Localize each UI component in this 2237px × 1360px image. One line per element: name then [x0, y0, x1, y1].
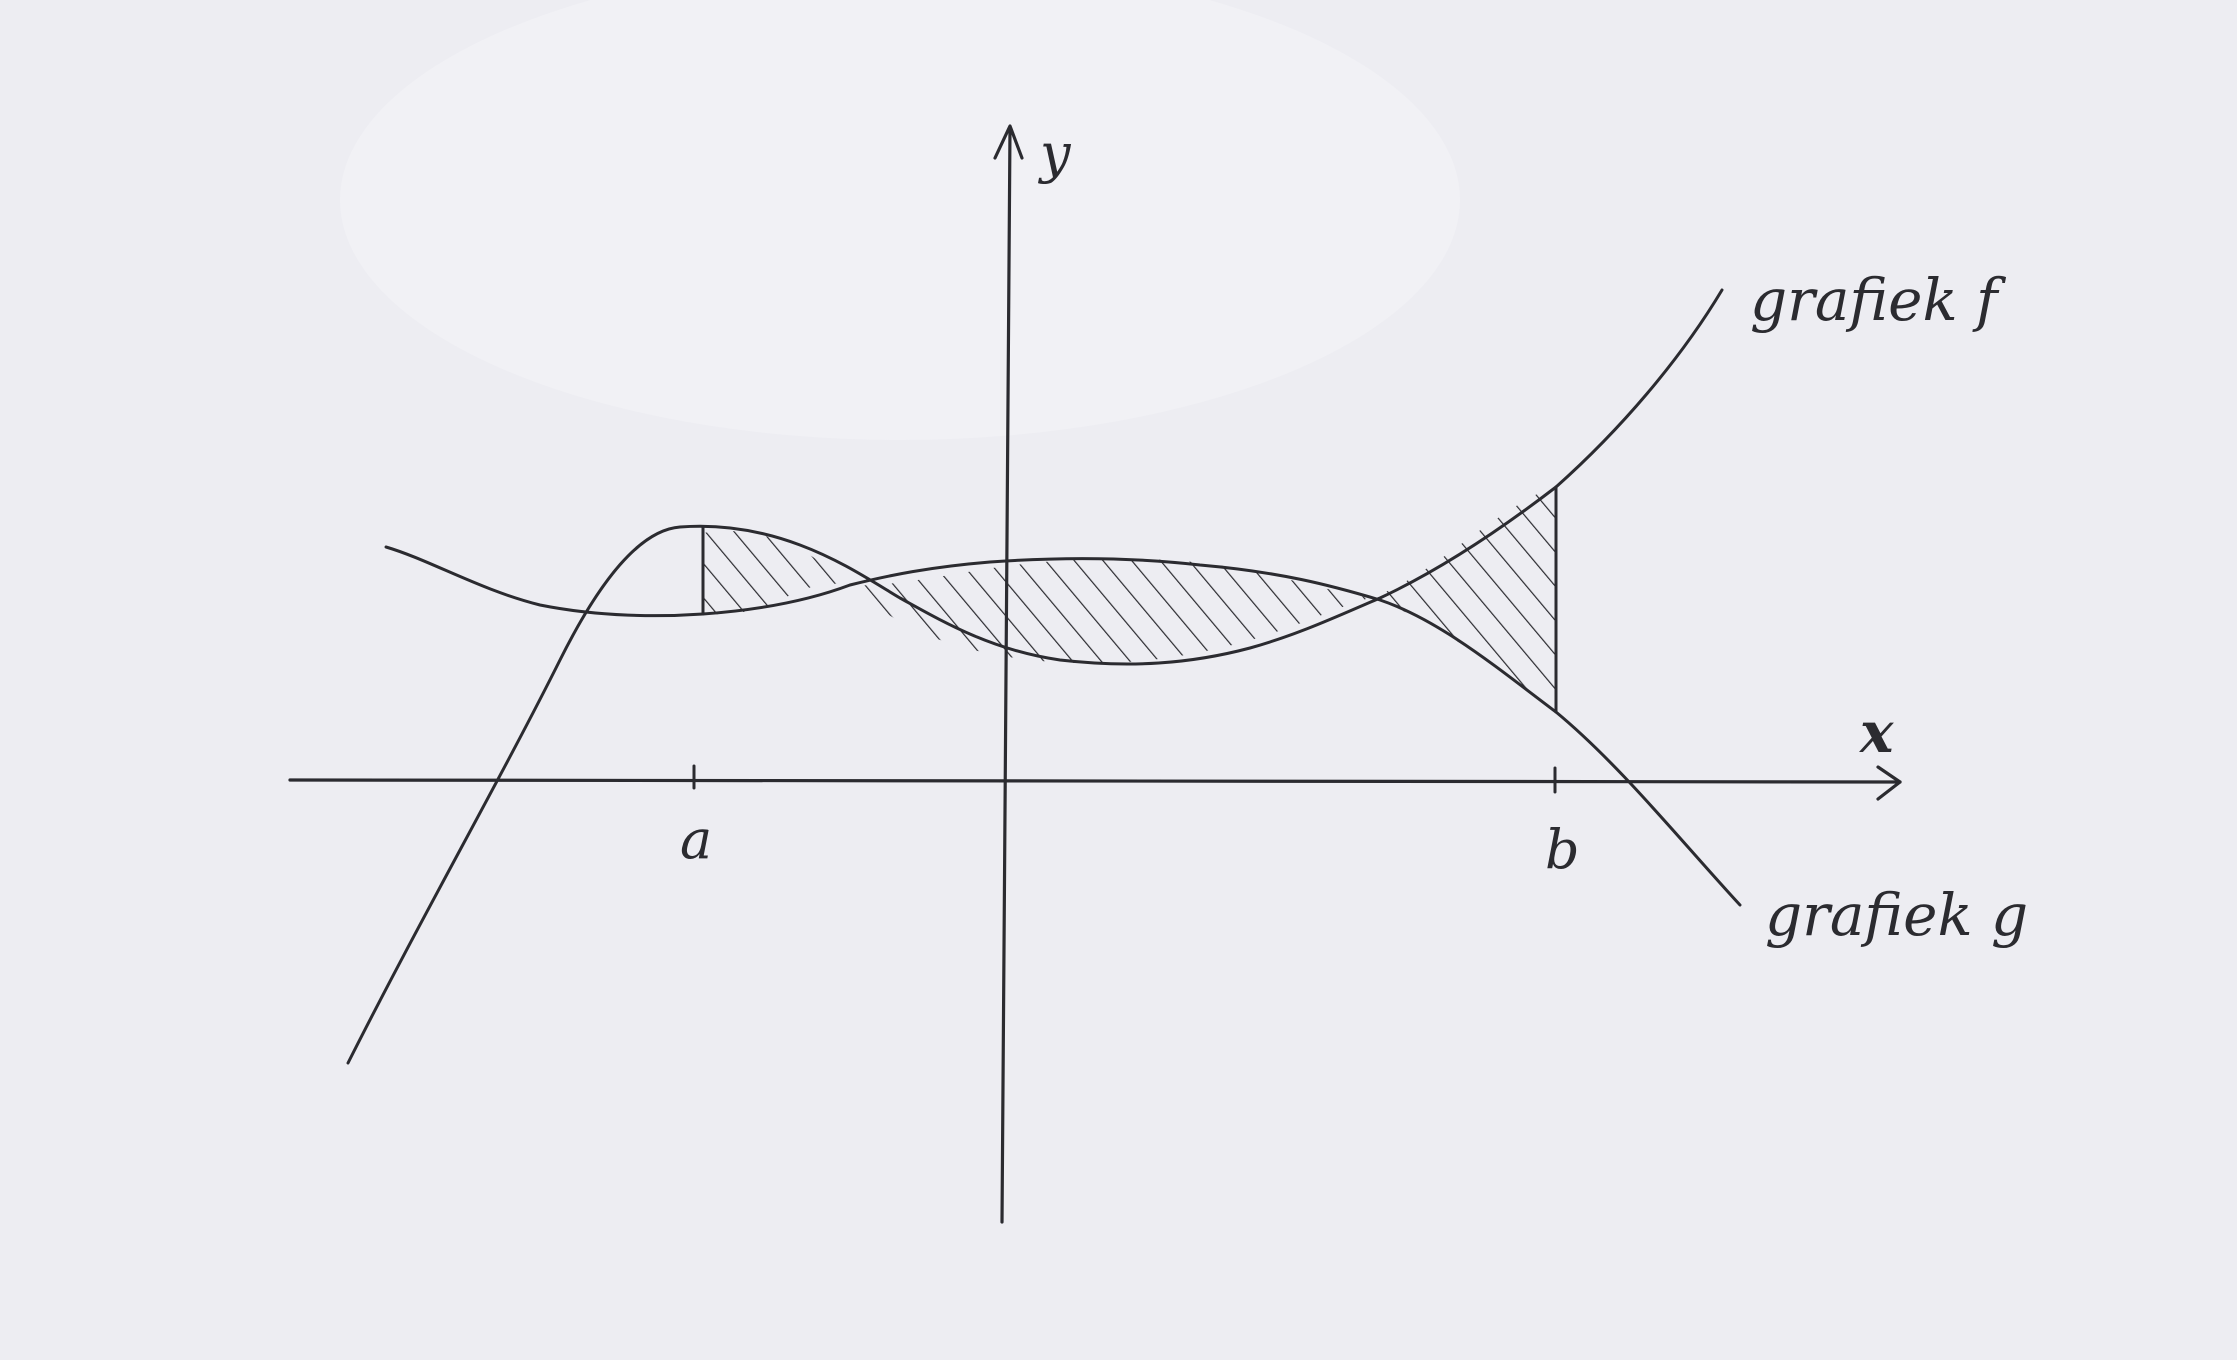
graph-g-curve — [384, 545, 1742, 907]
y-axis-arrow — [993, 124, 1024, 160]
x-axis-arrow — [1876, 765, 1902, 801]
x-axis-label: x — [1859, 700, 1894, 766]
x-axis — [288, 778, 1902, 784]
tick-label-b: b — [1545, 818, 1580, 881]
y-axis — [1000, 126, 1012, 1224]
tick-label-a: a — [680, 808, 712, 871]
y-axis-label: y — [1038, 122, 1072, 185]
graph-g-label: grafiek g — [1765, 881, 2028, 949]
graph-f-curve — [346, 288, 1724, 1065]
graph-f-label: grafiek f — [1750, 266, 2007, 334]
paper-shading — [340, 0, 1460, 440]
hatched-area — [703, 485, 1555, 710]
